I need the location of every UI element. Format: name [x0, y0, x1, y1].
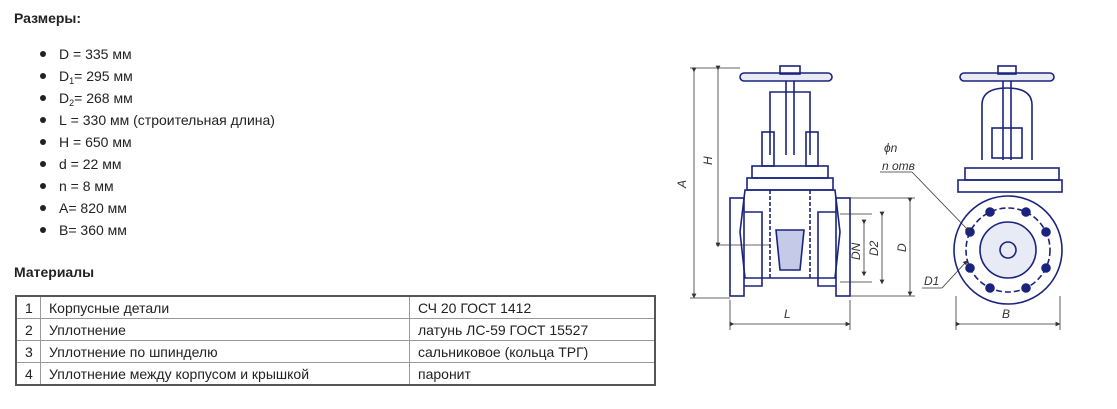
valve-side-view — [953, 65, 1063, 305]
material-value: СЧ 20 ГОСТ 1412 — [409, 295, 656, 319]
part-name: Уплотнение по шпинделю — [40, 340, 410, 363]
dimension-item: B= 360 мм — [40, 219, 275, 241]
material-value: латунь ЛС-59 ГОСТ 15527 — [409, 318, 656, 341]
side-view-dimensions — [880, 171, 1061, 330]
table-row: 1 Корпусные детали СЧ 20 ГОСТ 1412 — [15, 295, 656, 319]
materials-table: 1 Корпусные детали СЧ 20 ГОСТ 1412 2 Упл… — [15, 295, 656, 386]
part-name: Уплотнение — [40, 318, 410, 341]
row-number: 3 — [15, 340, 41, 363]
material-value: паронит — [409, 362, 656, 386]
row-number: 2 — [15, 318, 41, 341]
label-dn: DN — [849, 242, 863, 260]
material-value: сальниковое (кольца ТРГ) — [409, 340, 656, 363]
dimension-item: D1= 295 мм — [40, 65, 275, 87]
row-number: 4 — [15, 362, 41, 386]
table-row: 2 Уплотнение латунь ЛС-59 ГОСТ 15527 — [15, 318, 656, 341]
front-view-dimensions — [690, 65, 915, 330]
dimension-item: H = 650 мм — [40, 131, 275, 153]
dimensions-list: D = 335 мм D1= 295 мм D2= 268 мм L = 330… — [40, 43, 275, 241]
materials-section-title: Материалы — [14, 264, 95, 280]
drawing-labels: A H L DN D2 D ϕn n отв D1 B — [675, 141, 1010, 321]
label-h: H — [701, 156, 715, 165]
valve-technical-drawing: A H L DN D2 D ϕn n отв D1 B — [675, 65, 1063, 330]
table-row: 3 Уплотнение по шпинделю сальниковое (ко… — [15, 340, 656, 363]
valve-front-view — [729, 65, 851, 297]
label-b: B — [1002, 307, 1010, 321]
part-name: Корпусные детали — [40, 295, 410, 319]
dimension-item: D2= 268 мм — [40, 87, 275, 109]
sizes-section-title: Размеры: — [14, 10, 82, 26]
label-d2: D2 — [867, 240, 881, 256]
label-n-otv: n отв — [882, 159, 915, 173]
part-name: Уплотнение между корпусом и крышкой — [40, 362, 410, 386]
dimension-item: d = 22 мм — [40, 153, 275, 175]
table-row: 4 Уплотнение между корпусом и крышкой па… — [15, 362, 656, 386]
label-l: L — [784, 307, 791, 321]
label-a: A — [675, 180, 689, 189]
dimension-item: D = 335 мм — [40, 43, 275, 65]
label-d1: D1 — [924, 274, 939, 288]
dimension-item: A= 820 мм — [40, 197, 275, 219]
dimension-item: n = 8 мм — [40, 175, 275, 197]
dimension-item: L = 330 мм (строительная длина) — [40, 109, 275, 131]
row-number: 1 — [15, 295, 41, 319]
label-phi-n: ϕn — [884, 141, 898, 155]
label-d: D — [895, 243, 909, 252]
